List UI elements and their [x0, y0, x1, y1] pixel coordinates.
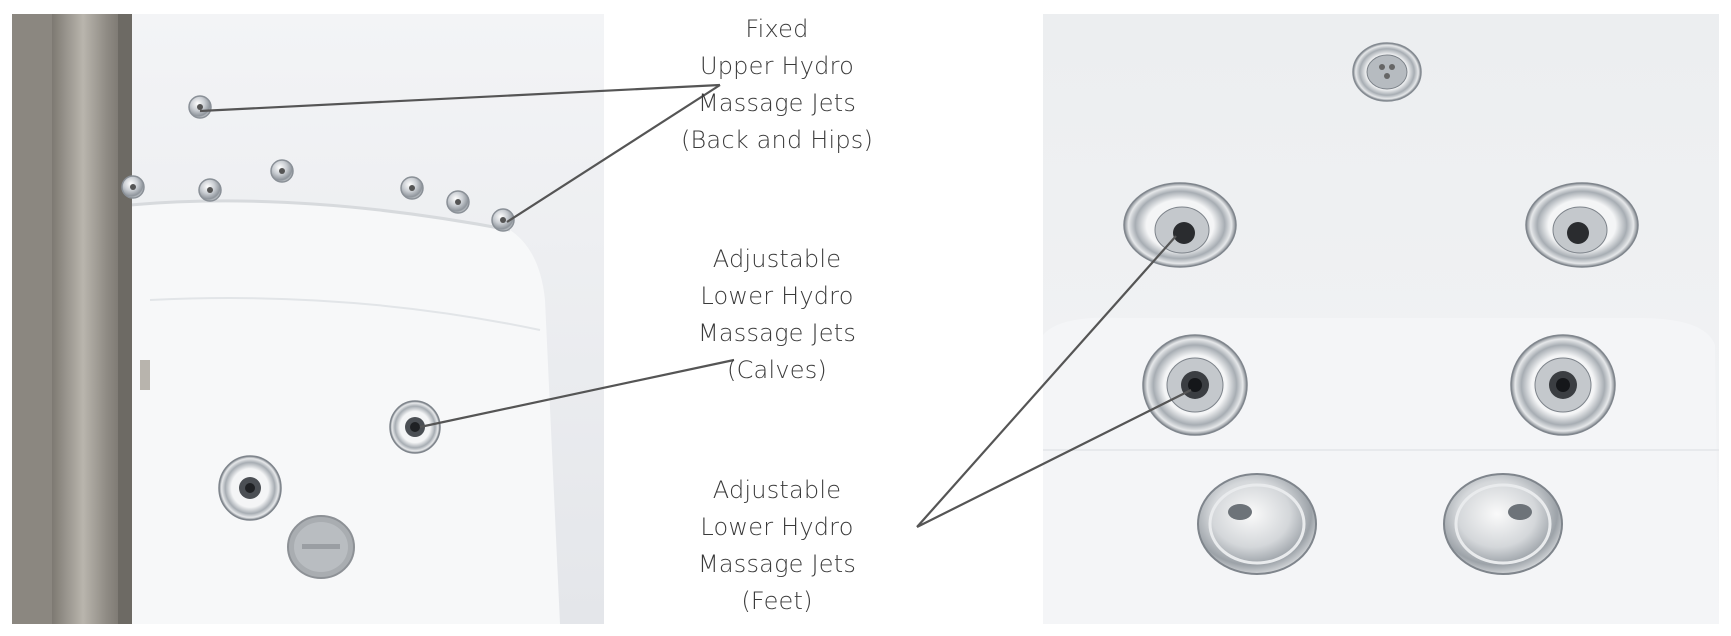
leader-lines [199, 83, 1192, 528]
overflow-drain [1352, 42, 1422, 102]
tub-floor-step [1043, 317, 1719, 624]
tub-seat [130, 200, 560, 624]
left-tub-photo [12, 14, 604, 624]
leader-feet-to-upper-jet [916, 235, 1177, 528]
callout-calves-line-4: (Calves) [727, 356, 827, 384]
door-frame [52, 14, 130, 624]
right-upper-jets [1123, 182, 1639, 268]
right-middle-jets [1142, 334, 1616, 436]
callout-upper-line-2: Upper Hydro [699, 52, 854, 80]
callout-calf-jets: Adjustable Lower Hydro Massage Jets (Cal… [652, 241, 902, 389]
callout-calves-line-2: Lower Hydro [700, 282, 854, 310]
right-foot-jets [1197, 473, 1563, 575]
callout-calves-line-3: Massage Jets [697, 319, 857, 347]
calf-jets [218, 400, 441, 521]
callout-upper-line-4: (Back and Hips) [680, 126, 874, 154]
callout-foot-jets: Adjustable Lower Hydro Massage Jets (Fee… [652, 472, 902, 620]
leader-feet-to-middle-jet [916, 389, 1192, 528]
leader-upper-to-right-jet [506, 84, 721, 223]
callout-feet-line-2: Lower Hydro [700, 513, 854, 541]
leader-upper-to-top-jet [199, 83, 721, 113]
callout-feet-line-4: (Feet) [741, 587, 813, 615]
callout-feet-line-3: Massage Jets [697, 550, 857, 578]
upper-jets [121, 95, 515, 232]
leader-calves [419, 358, 735, 429]
callout-feet-line-1: Adjustable [712, 476, 842, 504]
right-tub-photo [1043, 14, 1719, 624]
callout-calves-line-1: Adjustable [712, 245, 842, 273]
door-frame-outer [12, 14, 57, 624]
callout-upper-line-3: Massage Jets [697, 89, 857, 117]
callout-upper-fixed-jets: Fixed Upper Hydro Massage Jets (Back and… [652, 11, 902, 159]
callout-upper-line-1: Fixed [745, 15, 809, 43]
